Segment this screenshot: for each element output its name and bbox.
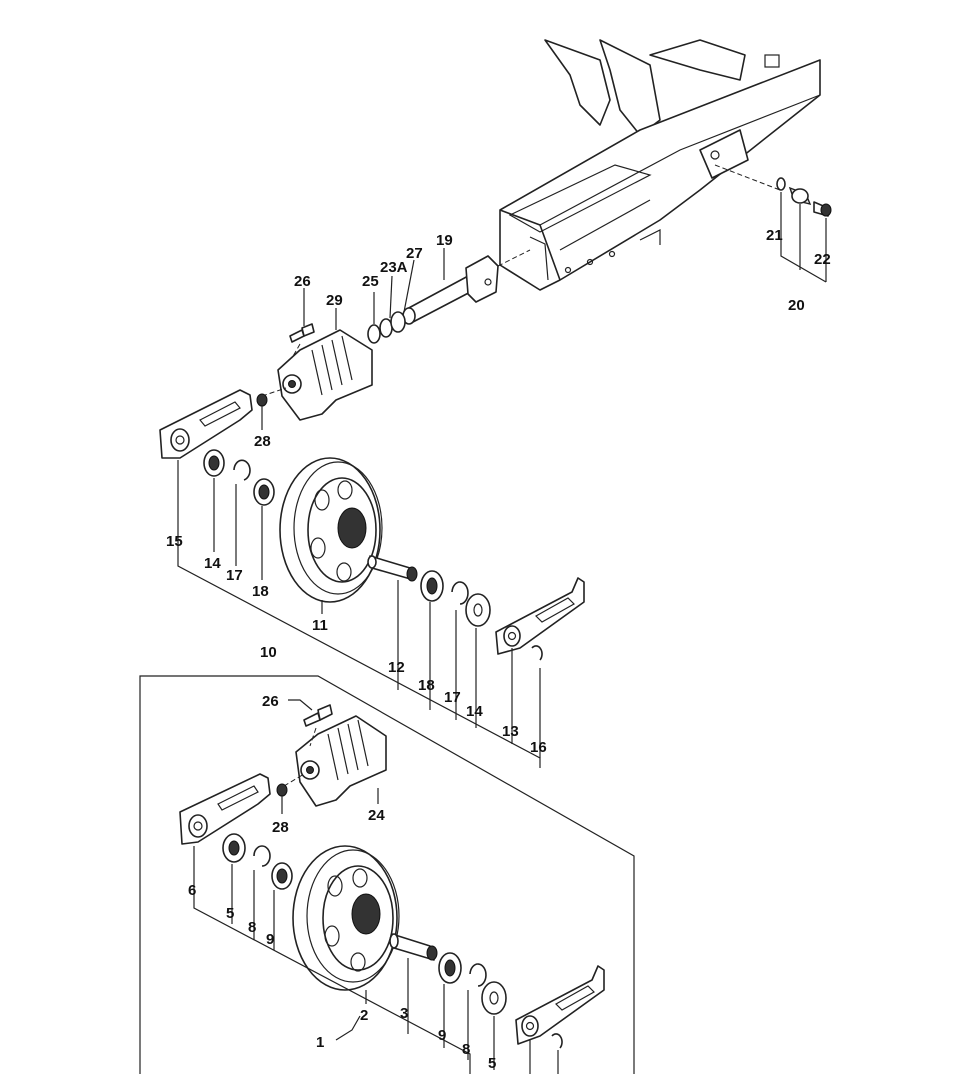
callout-9-left: 9 [266,931,274,948]
shaft-12 [367,555,418,582]
callout-11: 11 [312,617,328,634]
callout-14-left: 14 [204,555,221,572]
callout-18-right: 18 [418,677,435,694]
callout-21: 21 [766,227,783,244]
callout-28-lower: 28 [272,819,289,836]
callout-14-right: 14 [466,703,483,720]
rod-19 [402,249,531,325]
ring-25 [367,324,381,344]
callout-8-right: 8 [462,1041,470,1058]
callout-26-upper: 26 [294,273,311,290]
ring-27 [390,311,406,333]
callout-27: 27 [406,245,423,262]
callout-16: 16 [530,739,547,756]
callout-19: 19 [436,232,453,249]
snap-ring-17-right [451,581,469,605]
callout-26-lower: 26 [262,693,279,710]
bolt-26-upper [289,323,315,359]
bracket-lower-right [515,965,605,1045]
bracket-13 [495,577,585,655]
callout-15: 15 [166,533,183,550]
ring-16 [531,645,543,661]
ring-23a [379,318,393,338]
callout-9-right: 9 [438,1027,446,1044]
grease-cylinder-fitting [714,164,832,217]
callout-8-left: 8 [248,919,256,936]
callout-20: 20 [788,297,805,314]
bracket-15 [159,389,253,459]
callout-25: 25 [362,273,379,290]
callout-10: 10 [260,644,277,661]
callout-6: 6 [188,882,196,899]
upper-idler-assembly [159,249,585,661]
callout-labels: 19 27 23A 25 26 29 21 22 20 28 15 14 17 … [166,227,831,1072]
bracket-6 [179,773,271,845]
callout-12: 12 [388,659,405,676]
callout-5-left: 5 [226,905,234,922]
callout-17-left: 17 [226,567,243,584]
callout-18-left: 18 [252,583,269,600]
callout-29: 29 [326,292,343,309]
callout-3: 3 [400,1005,408,1022]
callout-17-right: 17 [444,689,461,706]
nut-28-lower [276,783,288,797]
assembly-box-outline [139,675,635,1074]
callout-13: 13 [502,723,519,740]
recoil-spring-29 [261,329,373,421]
recoil-spring-24 [283,715,387,807]
callout-24: 24 [368,807,385,824]
nut-28-upper [256,393,268,407]
idler-wheel-11 [279,457,383,603]
callout-1: 1 [316,1034,324,1051]
leader-lines [177,192,827,1074]
seal-5-right [481,981,507,1015]
track-frame [499,39,821,291]
idler-wheel-2 [292,845,400,991]
seal-14-right [465,593,491,627]
callout-22: 22 [814,251,831,268]
snap-ring-8-right [469,963,487,987]
callout-2: 2 [360,1007,368,1024]
callout-5-right: 5 [488,1055,496,1072]
callout-23a: 23A [380,259,408,276]
lower-idler-assembly [179,704,605,1049]
snap-ring-8-left [253,845,271,867]
shaft-3 [389,933,438,961]
ring-lower-right [551,1033,563,1049]
callout-28-upper: 28 [254,433,271,450]
bolt-26-lower [303,704,333,747]
snap-ring-17-left [233,459,251,481]
